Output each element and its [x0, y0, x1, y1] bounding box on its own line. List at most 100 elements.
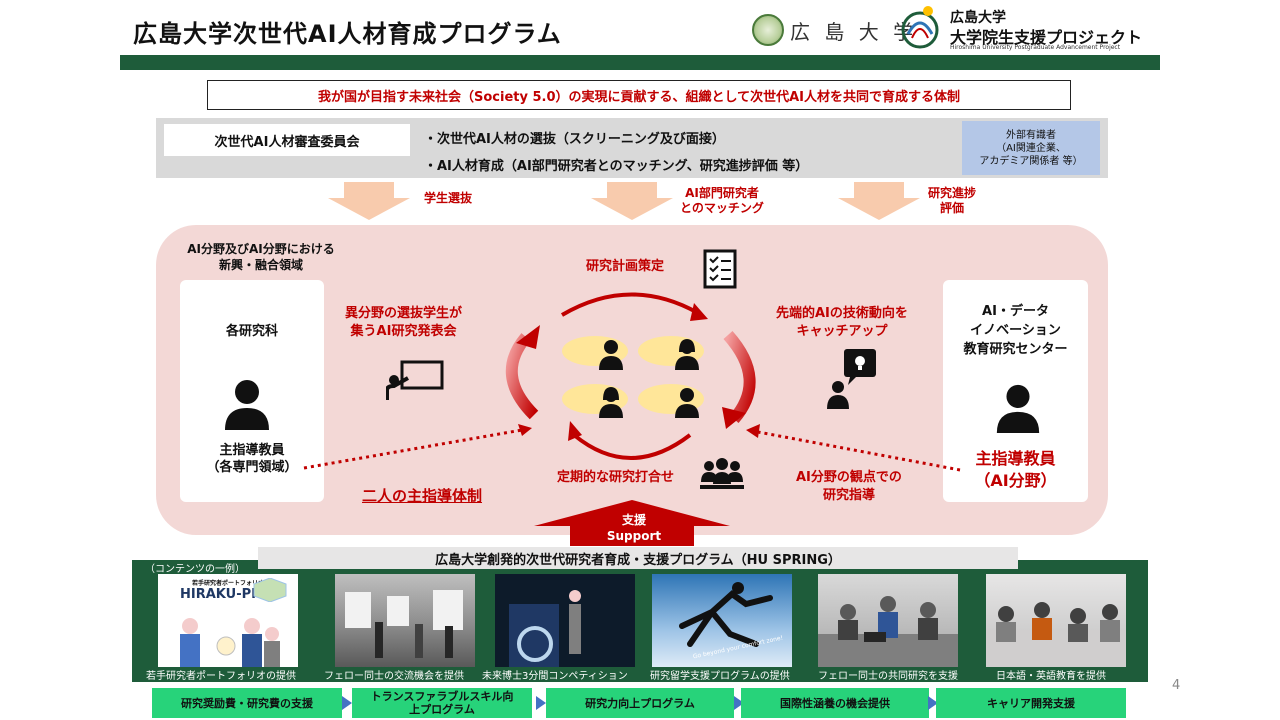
ai-presentation-line2: 集うAI研究発表会: [350, 324, 457, 339]
regular-meeting-label: 定期的な研究打合せ: [557, 470, 675, 485]
arrow-label-evaluation: 研究進捗 評価: [928, 186, 976, 216]
ai-presentation-label: 異分野の選抜学生が 集うAI研究発表会: [345, 305, 462, 341]
right-dotted-arrow-icon: [746, 424, 961, 472]
ai-guidance-label: AI分野の観点での 研究指導: [796, 469, 902, 505]
hu-spring-content-panel: [132, 560, 1148, 682]
step-transferable-skills: トランスファラブルスキル向上プログラム: [352, 688, 532, 718]
step-research-funding: 研究奨励費・研究費の支援: [152, 688, 342, 718]
ai-area-label-line2: 新興・融合領域: [218, 258, 303, 272]
photo-caption: 研究留学支援プログラムの提供: [650, 671, 790, 682]
committee-name: 次世代AI人材審査委員会: [164, 124, 410, 156]
project-logo-icon: [901, 6, 939, 49]
down-arrow-matching-icon: [591, 182, 673, 220]
competition-stage-icon: [509, 590, 581, 667]
female-student-icon: [675, 339, 699, 370]
down-arrow-evaluation-icon: [838, 182, 920, 220]
page-number: 4: [1172, 678, 1181, 693]
support-label-ja: 支援: [621, 513, 646, 527]
right-supervisor-line2: （AI分野）: [974, 471, 1057, 490]
ai-center-name-line2: イノベーション: [970, 323, 1061, 338]
left-supervisor-line1: 主指導教員: [219, 443, 285, 458]
ai-area-label: AI分野及びAI分野における 新興・融合領域: [181, 241, 341, 273]
tech-trend-line1: 先端的AIの技術動向を: [776, 306, 908, 321]
male-student-icon: [675, 388, 699, 418]
external-experts-line2: （AI関連企業、: [996, 142, 1066, 154]
arrow-label-matching: AI部門研究者 とのマッチング: [680, 186, 764, 216]
step-international: 国際性涵養の機会提供: [741, 688, 929, 718]
group-meeting-icon: [700, 458, 744, 489]
content-example-tag: （コンテンツの一例）: [145, 564, 245, 575]
portfolio-logo: HIRAKU-PF: [180, 587, 260, 602]
presenter-icon: [386, 360, 444, 400]
left-supervisor-label: 主指導教員 （各専門領域）: [180, 442, 324, 476]
language-education-photo: [986, 574, 1126, 667]
right-supervisor-line1: 主指導教員: [975, 449, 1056, 468]
ai-center-name: AI・データ イノベーション 教育研究センター: [943, 302, 1088, 359]
step-career-development: キャリア開発支援: [936, 688, 1126, 718]
external-experts-line1: 外部有識者: [1006, 129, 1056, 141]
person-icon: [996, 384, 1040, 433]
university-name: 広 島 大 学: [790, 20, 918, 44]
page-title: 広島大学次世代AI人材育成プログラム: [133, 20, 562, 48]
arrow-label-matching-line2: とのマッチング: [680, 201, 764, 215]
support-up-arrow-icon: [534, 500, 730, 546]
photo-caption: 日本語・英語教育を提供: [996, 671, 1106, 682]
portfolio-illustration-icon: [180, 618, 280, 667]
tech-trend-line2: キャッチアップ: [796, 324, 888, 339]
step-arrow-icon: [536, 696, 546, 710]
ai-area-label-line1: AI分野及びAI分野における: [187, 242, 335, 256]
competition-photo: [495, 574, 635, 667]
left-dotted-arrow-icon: [303, 424, 532, 470]
portfolio-photo: 若手研究者ポートフォリオ HIRAKU-PF: [158, 574, 298, 667]
project-name-line1: 広島大学: [950, 10, 1006, 26]
committee-bullet-selection: ・次世代AI人材の選抜（スクリーニング及び面接）: [424, 132, 725, 147]
photo-caption: フェロー同士の交流機会を提供: [324, 671, 464, 682]
header-divider: [120, 55, 1160, 70]
portfolio-heading: 若手研究者ポートフォリオ: [191, 580, 264, 587]
exchange-scene-icon: [345, 590, 463, 658]
mission-statement: 我が国が目指す未来社会（Society 5.0）の実現に貢献する、組織として次世…: [207, 80, 1071, 110]
tech-trend-label: 先端的AIの技術動向を キャッチアップ: [776, 305, 908, 341]
external-experts-line3: アカデミア関係者 等）: [979, 155, 1083, 167]
external-experts-box: 外部有識者 （AI関連企業、 アカデミア関係者 等）: [962, 121, 1100, 175]
person-icon: [225, 380, 269, 430]
ai-center-name-line1: AI・データ: [982, 304, 1049, 319]
photo-caption: 若手研究者ポートフォリオの提供: [146, 671, 296, 682]
study-abroad-photo: Go beyond your comfort zone!: [652, 574, 792, 667]
university-seal-icon: [752, 14, 784, 46]
photo-caption: フェロー同士の共同研究を支援: [818, 671, 958, 682]
ai-guidance-line1: AI分野の観点での: [796, 470, 902, 485]
group-work-scene-icon: [818, 596, 958, 667]
checklist-icon: [703, 249, 737, 289]
support-label-en: Support: [606, 529, 662, 543]
joint-research-photo: [818, 574, 958, 667]
ai-presentation-line1: 異分野の選抜学生が: [345, 306, 463, 321]
dual-supervision-label: 二人の主指導体制: [362, 487, 483, 505]
research-plan-label: 研究計画策定: [586, 259, 665, 274]
right-supervisor-label: 主指導教員 （AI分野）: [943, 448, 1088, 492]
female-student-icon: [599, 387, 623, 418]
step-research-capability: 研究力向上プログラム: [546, 688, 734, 718]
idea-person-icon: [827, 349, 876, 409]
photo-caption: 未来博士3分間コンペティション: [482, 671, 628, 682]
step-arrow-icon: [342, 696, 352, 710]
classroom-scene-icon: [986, 602, 1126, 667]
ai-center-name-line3: 教育研究センター: [963, 342, 1068, 357]
arrow-label-evaluation-line1: 研究進捗: [928, 186, 977, 200]
hu-spring-title: 広島大学創発的次世代研究者育成・支援プログラム（HU SPRING）: [258, 547, 1018, 569]
committee-bullet-training: ・AI人材育成（AI部門研究者とのマッチング、研究進捗評価 等）: [424, 159, 809, 174]
arrow-label-selection: 学生選抜: [424, 191, 473, 205]
male-student-icon: [599, 340, 623, 370]
department-name: 各研究科: [225, 324, 278, 339]
step-arrow-icon: [734, 696, 744, 710]
arrow-label-evaluation-line2: 評価: [940, 201, 965, 215]
left-supervisor-line2: （各専門領域）: [206, 460, 298, 475]
fellow-exchange-photo: [335, 574, 475, 667]
down-arrow-selection-icon: [328, 182, 410, 220]
jumping-person-icon: [679, 582, 773, 647]
step-arrow-icon: [928, 696, 938, 710]
arrow-label-matching-line1: AI部門研究者: [685, 186, 759, 200]
cycle-arrows-icon: [505, 292, 756, 460]
project-name-line2: 大学院生支援プロジェクト: [950, 28, 1143, 47]
project-name-english: Hiroshima University Postgraduate Advanc…: [950, 44, 1121, 51]
